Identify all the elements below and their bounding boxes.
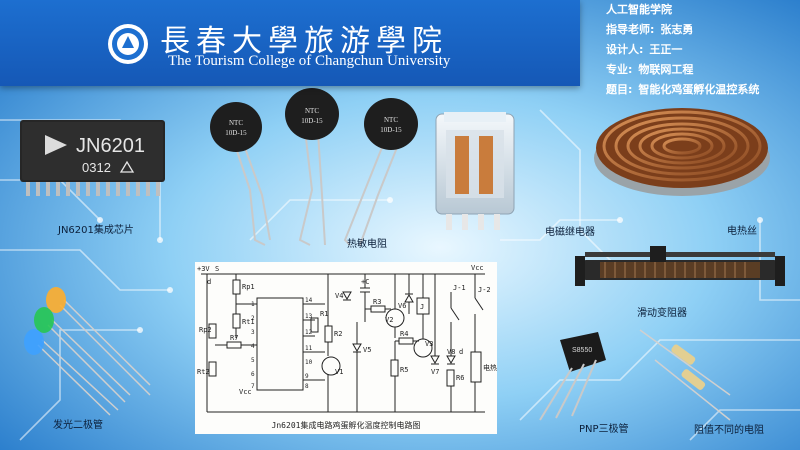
transistor-label: PNP三极管 bbox=[579, 424, 629, 435]
part-d1: d bbox=[207, 278, 211, 286]
part-v4: V4 bbox=[335, 292, 343, 300]
school-name-cn: 長春大學旅游學院 bbox=[160, 24, 448, 59]
school-logo-icon bbox=[108, 24, 148, 64]
part-s: S bbox=[215, 265, 219, 273]
major-label: 专业: bbox=[606, 63, 633, 76]
part-v2: V2 bbox=[385, 316, 393, 324]
ic-pin: 14 bbox=[305, 297, 313, 304]
thermistor-photos: NTC 10D-15 NTC 10D-15 NTC 10D-15 bbox=[210, 88, 418, 246]
chip-code: 0312 bbox=[82, 160, 111, 175]
ic-pin: 6 bbox=[251, 371, 255, 378]
ic-pin: 12 bbox=[305, 329, 313, 336]
part-r3: R3 bbox=[373, 298, 381, 306]
part-r5: R5 bbox=[400, 366, 408, 374]
part-v5: V5 bbox=[363, 346, 371, 354]
relay-label: 电磁继电器 bbox=[545, 227, 595, 238]
project-info: 人工智能学院 指导老师: 张志勇 设计人: 王正一 专业: 物联网工程 题目: 智能化鸡… bbox=[606, 0, 800, 100]
advisor-name: 张志勇 bbox=[660, 23, 694, 36]
part-v3: V3 bbox=[425, 340, 433, 348]
major-line: 专业: 物联网工程 bbox=[606, 60, 800, 80]
part-v6: V6 bbox=[398, 302, 406, 310]
heater-coil-photo bbox=[594, 108, 770, 196]
thermistor-marking-1: NTC bbox=[384, 116, 398, 124]
part-vcc2: Vcc bbox=[471, 264, 484, 272]
part-rp1: Rp1 bbox=[242, 283, 255, 291]
part-v1: V1 bbox=[335, 368, 343, 376]
part-d2: d bbox=[459, 348, 463, 356]
circuit-caption: Jn6201集成电路鸡蛋孵化温度控制电路图 bbox=[272, 420, 421, 430]
title-banner: 長春大學旅游學院 The Tourism College of Changchu… bbox=[0, 0, 580, 86]
designer-name: 王正一 bbox=[649, 43, 683, 56]
thermistor-marking-2: 10D-15 bbox=[301, 117, 323, 125]
part-r6: R6 bbox=[456, 374, 464, 382]
ic-pin: 4 bbox=[251, 343, 255, 350]
chip-label: JN6201集成芯片 bbox=[58, 225, 134, 236]
school-name-en: The Tourism College of Changchun Univers… bbox=[168, 53, 451, 69]
ic-pin: 7 bbox=[251, 383, 255, 390]
resistor-photos bbox=[639, 329, 731, 421]
part-r7: R7 bbox=[230, 334, 238, 342]
college-name: 人工智能学院 bbox=[606, 3, 672, 16]
ic-pin: 11 bbox=[305, 345, 313, 352]
advisor-line: 指导老师: 张志勇 bbox=[606, 20, 800, 40]
rheostat-label: 滑动变阻器 bbox=[637, 308, 687, 319]
part-j: J bbox=[420, 303, 424, 311]
led-label: 发光二极管 bbox=[53, 420, 103, 431]
part-rt2: Rt2 bbox=[197, 368, 210, 376]
part-rp2: Rp2 bbox=[199, 326, 212, 334]
thermistor-marking-2: 10D-15 bbox=[225, 129, 247, 137]
ic-pin: 9 bbox=[305, 373, 309, 380]
ic-pin: 5 bbox=[251, 357, 255, 364]
rheostat-photo bbox=[575, 246, 785, 286]
designer-line: 设计人: 王正一 bbox=[606, 40, 800, 60]
advisor-label: 指导老师: bbox=[606, 23, 655, 36]
part-j1: J-1 bbox=[453, 284, 466, 292]
ic-pin: 8 bbox=[305, 383, 309, 390]
part-rt1: Rt1 bbox=[242, 318, 255, 326]
jn6201-chip-photo: JN6201 0312 bbox=[20, 120, 165, 196]
resistor-label: 阻值不同的电阻 bbox=[694, 425, 764, 436]
led-photos bbox=[24, 287, 151, 416]
topic-line: 题目: 智能化鸡蛋孵化温控系统 bbox=[606, 80, 800, 100]
transistor-marking: S8550 bbox=[572, 347, 592, 354]
part-v8: V8 bbox=[447, 348, 455, 356]
ic-pin: 1 bbox=[251, 301, 255, 308]
topic-name: 智能化鸡蛋孵化温控系统 bbox=[638, 83, 760, 96]
part-r1: R1 bbox=[320, 310, 328, 318]
chip-marking: JN6201 bbox=[76, 135, 145, 157]
part-c: +C bbox=[361, 278, 369, 286]
part-v7: V7 bbox=[431, 368, 439, 376]
heater-label: 电热丝 bbox=[727, 226, 757, 237]
part-r2: R2 bbox=[334, 330, 342, 338]
part-j2: J-2 bbox=[478, 286, 491, 294]
circuit-diagram: +3V S Rp1 Rp2 Rt1 R7 Rt2 Vcc R1 R2 R3 R4… bbox=[195, 262, 504, 434]
relay-photo bbox=[435, 112, 515, 230]
part-supply: +3V bbox=[197, 265, 210, 273]
circuit-schematic: +3V S Rp1 Rp2 Rt1 R7 Rt2 Vcc R1 R2 R3 R4… bbox=[197, 264, 504, 430]
ic-pin: 3 bbox=[251, 329, 255, 336]
thermistor-marking-1: NTC bbox=[229, 119, 243, 127]
thermistor-label: 热敏电阻 bbox=[347, 239, 387, 250]
thermistor-marking-2: 10D-15 bbox=[380, 126, 402, 134]
thermistor-marking-1: NTC bbox=[305, 107, 319, 115]
part-vcc: Vcc bbox=[239, 388, 252, 396]
ic-pin: 2 bbox=[251, 315, 255, 322]
part-r4: R4 bbox=[400, 330, 408, 338]
ic-pin: 13 bbox=[305, 313, 313, 320]
designer-label: 设计人: bbox=[606, 43, 644, 56]
topic-label: 题目: bbox=[606, 83, 633, 96]
major-name: 物联网工程 bbox=[638, 63, 694, 76]
part-heater: 电热丝 bbox=[483, 363, 497, 372]
ic-pin: 10 bbox=[305, 359, 313, 366]
transistor-photo: S8550 bbox=[539, 332, 606, 421]
